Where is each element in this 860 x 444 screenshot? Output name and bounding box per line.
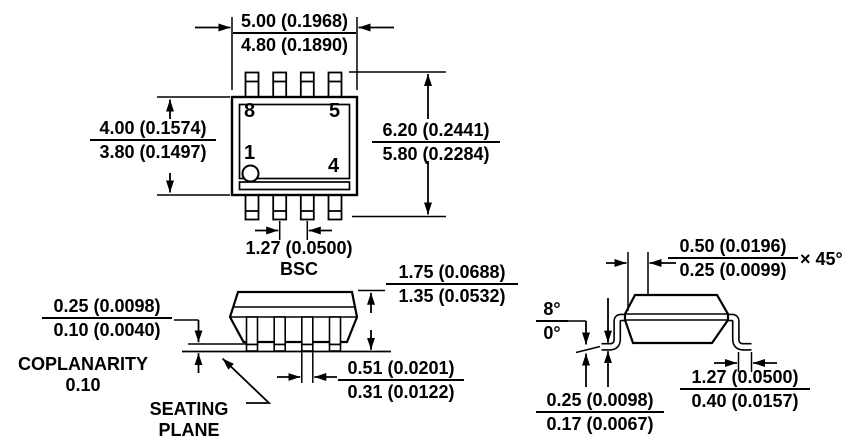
dim-standoff-min: 0.10 (0.0040)	[53, 320, 161, 340]
coplanarity-label: COPLANARITY 0.10	[2, 354, 164, 395]
dim-lines-package-width	[195, 17, 394, 90]
dim-package-length: 4.00 (0.1574) 3.80 (0.1497)	[90, 118, 216, 162]
pin-number-8: 8	[244, 100, 256, 122]
side-view-outline	[601, 293, 752, 351]
dim-foot-length: 1.27 (0.0500) 0.40 (0.0157)	[680, 367, 810, 411]
dim-standoff: 0.25 (0.0098) 0.10 (0.0040)	[42, 296, 172, 340]
dim-lead-width-max: 0.51 (0.0201)	[338, 358, 464, 381]
dim-lead-span: 6.20 (0.2441) 5.80 (0.2284)	[372, 120, 500, 164]
dim-lines-chamfer	[606, 252, 676, 311]
dim-standoff-max: 0.25 (0.0098)	[42, 296, 172, 319]
dim-lead-thickness-max: 0.25 (0.0098)	[536, 390, 664, 413]
dim-lead-width: 0.51 (0.0201) 0.31 (0.0122)	[338, 358, 464, 402]
dim-chamfer-min: 0.25 (0.0099)	[679, 260, 787, 280]
dim-lead-span-min: 5.80 (0.2284)	[382, 144, 490, 164]
dim-lines-lead-angle	[568, 320, 601, 387]
dim-package-width-max: 5.00 (0.1968)	[233, 11, 356, 34]
dim-lines-lead-width	[277, 352, 337, 383]
pin1-indicator-dot	[241, 164, 260, 183]
dim-lead-pitch: 1.27 (0.0500) BSC	[239, 238, 359, 279]
seating-plane-line1: SEATING	[149, 399, 229, 419]
dim-package-height-max: 1.75 (0.0688)	[386, 262, 518, 285]
pin-number-5: 5	[329, 100, 341, 122]
dim-foot-length-min: 0.40 (0.0157)	[691, 391, 799, 411]
pin-number-4: 4	[328, 155, 340, 177]
dim-package-width: 5.00 (0.1968) 4.80 (0.1890)	[233, 11, 356, 55]
dim-package-length-max: 4.00 (0.1574)	[90, 118, 216, 141]
dim-lead-thickness-min: 0.17 (0.0067)	[546, 414, 654, 434]
dim-lead-span-max: 6.20 (0.2441)	[372, 120, 500, 143]
dim-package-width-min: 4.80 (0.1890)	[240, 35, 349, 55]
dim-lead-pitch-qualifier: BSC	[279, 259, 318, 279]
dim-lines-foot-length	[714, 352, 777, 372]
top-view-outline	[230, 71, 359, 221]
chamfer-angle-label: × 45°	[800, 249, 843, 269]
dim-package-length-min: 3.80 (0.1497)	[99, 142, 207, 162]
dim-lines-package-length	[157, 96, 230, 196]
seating-plane-lines	[182, 343, 391, 353]
dim-lead-angle-min: 0°	[543, 323, 561, 343]
seating-plane-label: SEATING PLANE	[143, 399, 235, 440]
dim-lead-thickness: 0.25 (0.0098) 0.17 (0.0067)	[536, 390, 664, 434]
seating-plane-line2: PLANE	[158, 420, 220, 440]
coplanarity-text: COPLANARITY	[18, 354, 148, 374]
dim-foot-length-max: 1.27 (0.0500)	[680, 367, 810, 390]
dim-lines-lead-pitch	[255, 221, 332, 240]
dim-lines-package-height	[358, 289, 385, 350]
front-view-outline	[228, 290, 359, 352]
dim-lead-angle-max: 8°	[536, 299, 568, 322]
dim-chamfer-max: 0.50 (0.0196)	[668, 236, 798, 259]
coplanarity-value: 0.10	[65, 375, 101, 395]
seating-plane-pointer	[221, 357, 272, 404]
dim-lead-width-min: 0.31 (0.0122)	[347, 382, 455, 402]
dim-lead-angle: 8° 0°	[536, 299, 568, 343]
dim-chamfer: 0.50 (0.0196) 0.25 (0.0099)	[668, 236, 798, 280]
dim-lead-pitch-value: 1.27 (0.0500)	[245, 238, 353, 258]
dim-package-height-min: 1.35 (0.0532)	[398, 286, 506, 306]
dim-lines-lead-span	[349, 71, 446, 218]
dim-package-height: 1.75 (0.0688) 1.35 (0.0532)	[386, 262, 518, 306]
pin-number-1: 1	[244, 142, 256, 164]
dim-lines-standoff	[174, 319, 203, 373]
